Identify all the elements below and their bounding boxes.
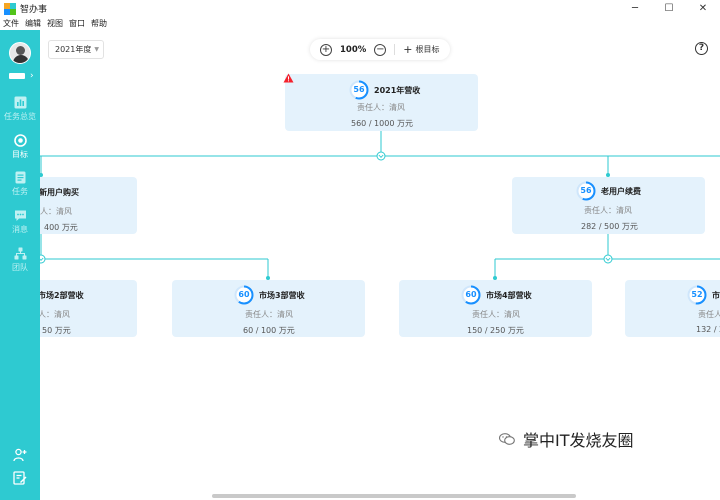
sidebar-item-tasks[interactable]: 任务 bbox=[0, 171, 40, 197]
year-select-value: 2021年度 bbox=[55, 45, 92, 54]
goal-progress-value: 282 / 500 万元 bbox=[581, 222, 638, 231]
wechat-icon bbox=[499, 433, 515, 445]
menu-view[interactable]: 视图 bbox=[47, 19, 63, 28]
progress-value: 60 bbox=[238, 290, 250, 299]
chevron-down-icon: ▼ bbox=[94, 46, 99, 53]
sidebar-item-label: 任务 bbox=[12, 187, 28, 196]
goal-progress-value: 560 / 1000 万元 bbox=[351, 119, 413, 128]
chart-icon bbox=[14, 96, 26, 109]
year-select[interactable]: 2021年度 ▼ bbox=[48, 40, 104, 59]
sidebar-item-overview[interactable]: 任务总览 bbox=[0, 96, 40, 122]
goal-card-market4[interactable]: 60 市场4部营收 责任人：清风 150 / 250 万元 bbox=[399, 280, 592, 337]
sidebar-item-label: 任务总览 bbox=[4, 112, 36, 121]
progress-ring bbox=[461, 285, 481, 305]
goal-title: 市场 bbox=[712, 291, 720, 300]
watermark: 掌中IT发烧友圈 bbox=[499, 427, 634, 451]
goal-card-market3[interactable]: 60 市场3部营收 责任人：清风 60 / 100 万元 bbox=[172, 280, 365, 337]
zoom-toolbar: + 100% − + 根目标 bbox=[310, 39, 450, 60]
goal-progress-value: 150 / 250 万元 bbox=[467, 326, 524, 335]
goal-card-new-users[interactable]: 新用户购买 责任人：清风 400 万元 bbox=[40, 177, 137, 234]
goal-progress-value: 60 / 100 万元 bbox=[243, 326, 295, 335]
progress-value: 60 bbox=[465, 290, 477, 299]
sidebar-item-team[interactable]: 团队 bbox=[0, 247, 40, 273]
goal-title: 老用户续费 bbox=[601, 187, 641, 196]
tree-connectors bbox=[40, 131, 720, 280]
goal-owner: 责任人：清风 bbox=[584, 206, 632, 215]
zoom-out-button[interactable]: − bbox=[374, 43, 387, 56]
goal-owner: 责任人：清风 bbox=[40, 207, 72, 216]
workspace-icon bbox=[9, 73, 25, 79]
goal-owner: 责任人：清风 bbox=[698, 310, 720, 319]
add-root-goal-button[interactable]: + 根目标 bbox=[403, 43, 439, 56]
plus-icon: + bbox=[403, 43, 413, 56]
menu-file[interactable]: 文件 bbox=[3, 19, 19, 28]
add-member-icon[interactable] bbox=[13, 448, 27, 462]
window-controls: ─ ☐ ✕ bbox=[618, 0, 720, 17]
goal-progress-value: 50 万元 bbox=[42, 326, 71, 335]
menu-bar: 文件 编辑 视图 窗口 帮助 bbox=[0, 17, 720, 30]
add-root-goal-label: 根目标 bbox=[415, 45, 440, 54]
message-icon bbox=[14, 210, 26, 221]
goal-card-market5[interactable]: 52 市场 责任人：清风 132 / 2 bbox=[625, 280, 720, 337]
goal-owner: 责任人：清风 bbox=[472, 310, 520, 319]
avatar[interactable] bbox=[9, 42, 31, 64]
target-icon bbox=[13, 134, 27, 147]
progress-ring bbox=[234, 285, 254, 305]
progress-value: 52 bbox=[691, 290, 703, 299]
toolbar-divider bbox=[394, 44, 396, 55]
sidebar: › 任务总览 目标 任务 bbox=[0, 30, 40, 500]
menu-window[interactable]: 窗口 bbox=[69, 19, 85, 28]
minimize-button[interactable]: ─ bbox=[631, 3, 639, 14]
menu-help[interactable]: 帮助 bbox=[91, 19, 107, 28]
warning-icon bbox=[283, 73, 294, 83]
team-icon bbox=[14, 247, 26, 260]
sidebar-item-label: 团队 bbox=[12, 263, 28, 272]
goal-owner: 责任人：清风 bbox=[245, 310, 293, 319]
goal-title: 市场2部营收 bbox=[40, 291, 84, 300]
progress-ring bbox=[349, 80, 369, 100]
progress-value: 56 bbox=[353, 85, 365, 94]
goal-progress-value: 400 万元 bbox=[44, 223, 78, 232]
help-button[interactable]: ? bbox=[695, 42, 708, 55]
progress-ring bbox=[687, 285, 707, 305]
goal-title: 新用户购买 bbox=[40, 188, 79, 197]
collapse-toggle-icon bbox=[40, 151, 613, 264]
goal-owner: 责任人：清风 bbox=[357, 103, 405, 112]
goal-card-root[interactable]: 56 2021年营收 责任人：清风 560 / 1000 万元 bbox=[285, 74, 478, 131]
task-icon bbox=[15, 171, 25, 184]
goal-title: 市场4部营收 bbox=[486, 291, 532, 300]
sidebar-item-messages[interactable]: 消息 bbox=[0, 209, 40, 235]
sidebar-item-goals[interactable]: 目标 bbox=[0, 134, 40, 160]
menu-edit[interactable]: 编辑 bbox=[25, 19, 41, 28]
zoom-in-button[interactable]: + bbox=[320, 43, 332, 56]
close-button[interactable]: ✕ bbox=[698, 3, 708, 14]
app-logo-icon bbox=[4, 2, 16, 15]
chevron-right-icon: › bbox=[30, 71, 34, 81]
title-bar: 智办事 ─ ☐ ✕ bbox=[0, 0, 720, 17]
edit-note-icon[interactable] bbox=[13, 471, 27, 485]
goal-title: 2021年营收 bbox=[374, 86, 421, 95]
progress-value: 56 bbox=[580, 186, 592, 195]
goal-title: 市场3部营收 bbox=[259, 291, 305, 300]
watermark-text: 掌中IT发烧友圈 bbox=[523, 431, 634, 450]
zoom-level: 100% bbox=[340, 44, 367, 55]
horizontal-scrollbar[interactable] bbox=[212, 494, 576, 498]
goal-card-market2[interactable]: 市场2部营收 责任人：清风 50 万元 bbox=[40, 280, 137, 337]
maximize-button[interactable]: ☐ bbox=[664, 3, 674, 14]
goal-progress-value: 132 / 2 bbox=[696, 325, 720, 334]
workspace-switcher[interactable]: › bbox=[9, 71, 34, 81]
goal-tree-canvas[interactable]: 2021年度 ▼ + 100% − + 根目标 ? bbox=[40, 30, 720, 500]
window-title: 智办事 bbox=[20, 5, 48, 15]
sidebar-item-label: 目标 bbox=[12, 150, 28, 159]
sidebar-item-label: 消息 bbox=[12, 225, 28, 234]
goal-owner: 责任人：清风 bbox=[40, 310, 70, 319]
progress-ring bbox=[576, 181, 596, 201]
goal-card-renewals[interactable]: 56 老用户续费 责任人：清风 282 / 500 万元 bbox=[512, 177, 705, 234]
